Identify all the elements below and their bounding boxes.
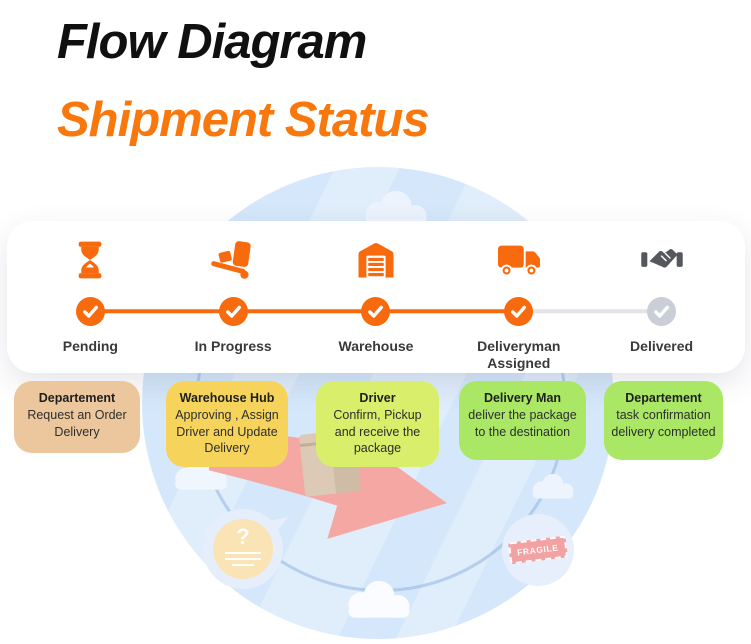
card-body: task confirmation delivery completed — [611, 408, 716, 439]
cloud-icon — [348, 580, 410, 618]
card-body: deliver the package to the destination — [468, 408, 577, 439]
card-title: Departement — [38, 391, 116, 405]
card-title: Driver — [359, 391, 396, 405]
step-label-pending: Pending — [62, 338, 118, 354]
card-body: Request an Order Delivery — [27, 408, 127, 439]
check-circle — [361, 296, 391, 326]
info-card-warehouse-hub: Warehouse Hub Approving , Assign Driver … — [166, 381, 288, 467]
page-subtitle: Shipment Status — [57, 93, 430, 147]
cloud-icon — [532, 473, 574, 499]
step-label-deliveryman-assigned: Deliveryman Assigned — [477, 338, 561, 371]
hourglass-icon — [19, 237, 162, 283]
warehouse-icon — [305, 237, 448, 283]
timeline-line-inactive — [518, 309, 662, 313]
step-label-warehouse: Warehouse — [338, 338, 414, 354]
step-label-delivered: Delivered — [630, 338, 694, 354]
delivery-truck-icon — [447, 237, 590, 283]
info-card-delivery-man: Delivery Man deliver the package to the … — [459, 381, 586, 460]
check-circle — [75, 296, 105, 326]
info-card-departement: Departement Request an Order Delivery — [14, 381, 140, 453]
page-title: Flow Diagram — [57, 15, 367, 69]
check-circle — [218, 296, 248, 326]
hand-truck-icon — [162, 237, 305, 283]
timeline-panel: Pending In Progress Warehouse Deliveryma… — [7, 221, 745, 373]
step-label-in-progress: In Progress — [194, 338, 272, 354]
card-body: Confirm, Pickup and receive the package — [333, 408, 422, 455]
handshake-icon — [590, 237, 733, 283]
check-circle — [504, 296, 534, 326]
question-circle: ? — [213, 519, 273, 579]
card-title: Warehouse Hub — [179, 391, 275, 405]
info-card-driver: Driver Confirm, Pickup and receive the p… — [316, 381, 439, 467]
fragile-badge: FRAGILE — [502, 514, 574, 586]
card-title: Delivery Man — [483, 391, 562, 405]
check-circle — [647, 296, 677, 326]
step-labels-row: Pending In Progress Warehouse Deliveryma… — [19, 338, 733, 371]
step-icons-row — [19, 237, 733, 283]
card-title: Departement — [625, 391, 702, 405]
timeline-track — [19, 296, 733, 326]
question-bubble: ? — [203, 508, 289, 589]
fragile-stamp: FRAGILE — [508, 535, 568, 565]
info-card-departement-final: Departement task confirmation delivery c… — [604, 381, 723, 460]
card-body: Approving , Assign Driver and Update Del… — [175, 408, 279, 455]
question-mark: ? — [236, 524, 250, 549]
timeline-line-active — [90, 309, 519, 313]
